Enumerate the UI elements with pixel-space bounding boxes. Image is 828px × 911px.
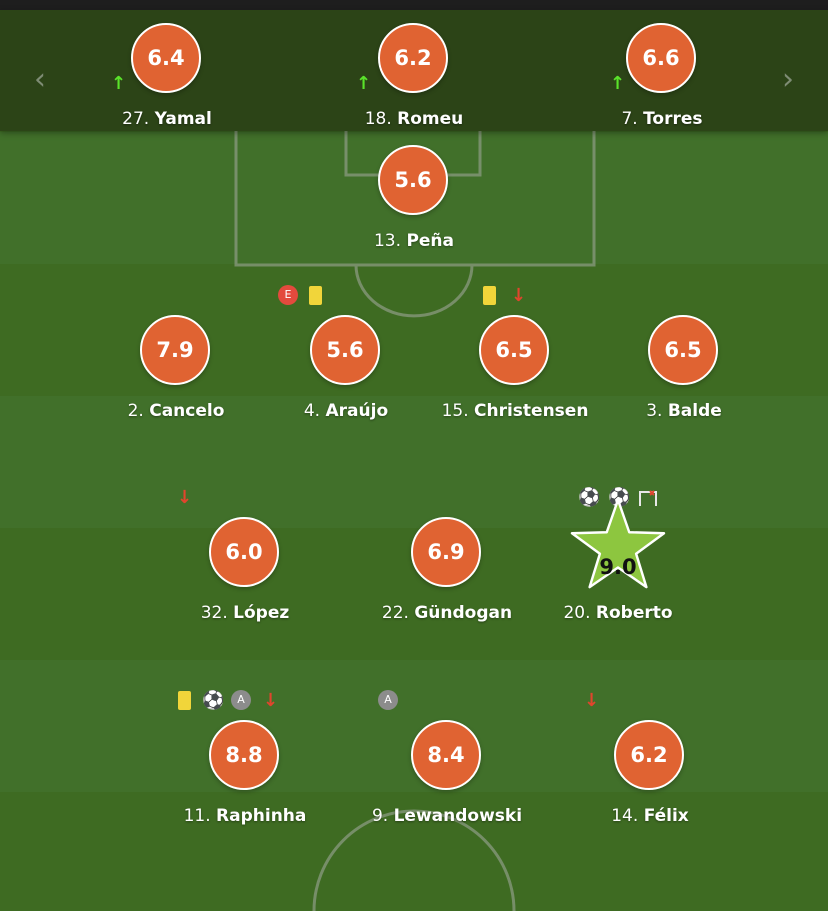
player-name: 32. López (200, 603, 290, 623)
player-name: 3. Balde (646, 401, 722, 421)
missed-chance-icon (639, 490, 657, 506)
player-name: 11. Raphinha (183, 806, 307, 826)
window-top-edge (0, 0, 828, 10)
sub-on-arrow-icon: ↑ (356, 73, 372, 94)
player-name: 7. Torres (621, 109, 703, 129)
rating-badge: 6.0 (209, 517, 279, 587)
sub-off-arrow-icon: ↓ (177, 487, 193, 508)
player-name: 2. Cancelo (127, 401, 225, 421)
yellow-card-icon (178, 691, 191, 710)
rating-badge: 6.5 (479, 315, 549, 385)
rating-badge: 6.6 (626, 23, 696, 93)
rating-badge: 6.9 (411, 517, 481, 587)
sub-off-arrow-icon: ↓ (511, 285, 527, 306)
rating-badge: 5.6 (310, 315, 380, 385)
sub-on-arrow-icon: ↑ (610, 73, 626, 94)
football-icon: ⚽ (578, 487, 601, 508)
player-name: 4. Araújo (303, 401, 389, 421)
football-icon: ⚽ (202, 690, 225, 711)
rating-badge: 6.5 (648, 315, 718, 385)
sub-off-arrow-icon: ↓ (584, 690, 600, 711)
sub-off-arrow-icon: ↓ (263, 690, 279, 711)
player-name: 18. Romeu (364, 109, 464, 129)
player-name: 13. Peña (373, 231, 455, 251)
assist-badge-icon: A (378, 690, 398, 710)
football-icon: ⚽ (608, 487, 631, 508)
center-circle (312, 809, 516, 911)
assist-badge-icon: A (231, 690, 251, 710)
yellow-card-icon (483, 286, 496, 305)
own-goal-badge-icon: E (278, 285, 298, 305)
chevron-right-icon[interactable]: › (782, 62, 794, 97)
player-name: 14. Félix (611, 806, 689, 826)
player-name: 9. Lewandowski (371, 806, 523, 826)
player-name: 15. Christensen (441, 401, 589, 421)
rating-badge: 6.2 (378, 23, 448, 93)
rating-badge: 6.4 (131, 23, 201, 93)
penalty-arc (354, 264, 474, 318)
rating-badge: 5.6 (378, 145, 448, 215)
sub-on-arrow-icon: ↑ (111, 73, 127, 94)
chevron-left-icon[interactable]: ‹ (34, 62, 46, 97)
rating-badge: 8.4 (411, 720, 481, 790)
player-name: 20. Roberto (563, 603, 673, 623)
rating-badge: 7.9 (140, 315, 210, 385)
yellow-card-icon (309, 286, 322, 305)
star-rating-icon (570, 498, 666, 589)
rating-badge: 9.0 (599, 555, 637, 579)
rating-badge: 8.8 (209, 720, 279, 790)
player-name: 22. Gündogan (381, 603, 513, 623)
player-name: 27. Yamal (122, 109, 212, 129)
rating-badge: 6.2 (614, 720, 684, 790)
